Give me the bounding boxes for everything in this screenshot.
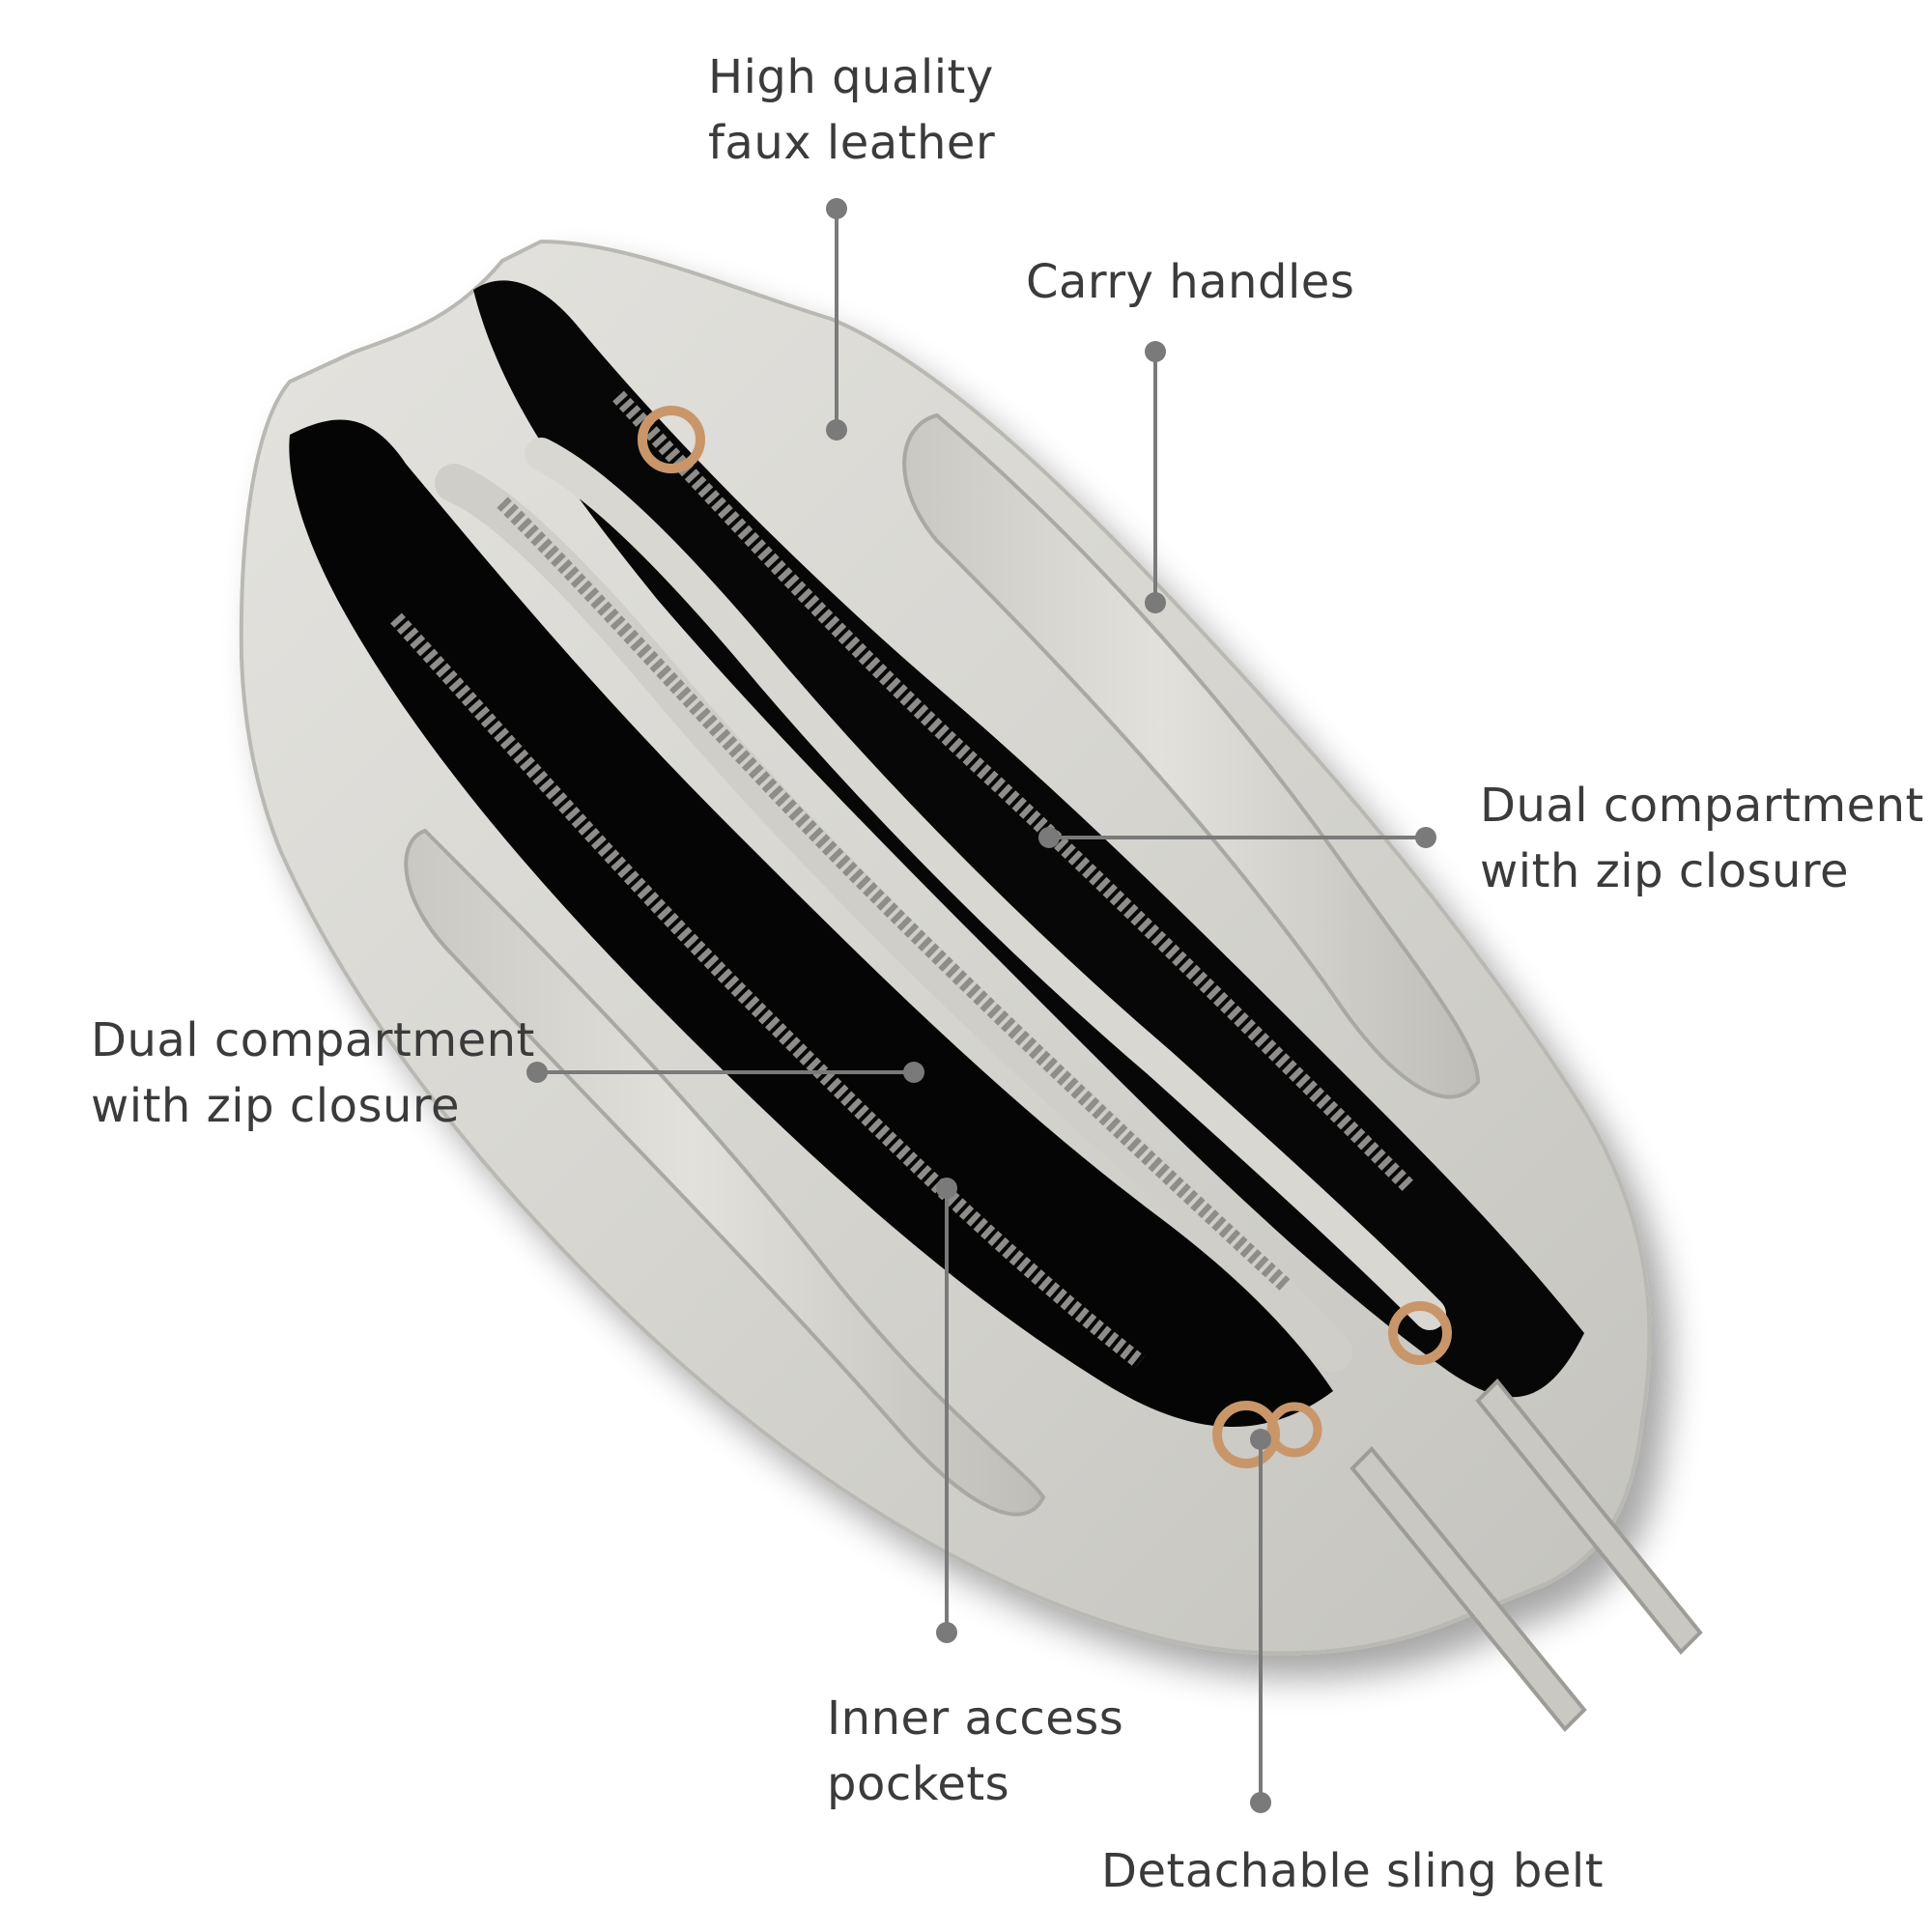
pointer-dual-right [1038, 827, 1436, 848]
pointer-sling [1250, 1429, 1271, 1813]
callout-dual-compartment-right: Dual compartment with zip closure [1480, 773, 1924, 904]
callout-inner-pockets-line1: Inner access [827, 1691, 1124, 1746]
zip-hardware [638, 406, 1452, 1468]
callout-dual-compartment-left: Dual compartment with zip closure [91, 1008, 535, 1139]
callout-inner-pockets: Inner access pockets [827, 1686, 1123, 1817]
pointer-dual-left [526, 1062, 924, 1083]
callout-dual-compartment-left-line2: with zip closure [91, 1079, 461, 1133]
callout-faux-leather-line1: High quality [708, 50, 994, 104]
callout-faux-leather: High quality faux leather [708, 44, 995, 176]
bag-interior-lining [289, 280, 1584, 1428]
callout-dual-compartment-right-line2: with zip closure [1480, 844, 1850, 898]
pointer-leather [826, 198, 847, 440]
callout-carry-handles: Carry handles [1026, 249, 1354, 315]
pointer-pockets [936, 1178, 957, 1643]
callout-sling-belt-line1: Detachable sling belt [1101, 1844, 1605, 1898]
callout-carry-handles-line1: Carry handles [1026, 255, 1355, 309]
callout-pointers [526, 198, 1436, 1813]
callout-dual-compartment-right-line1: Dual compartment [1480, 779, 1924, 833]
pointer-handles [1145, 341, 1166, 613]
carry-handle-front [404, 828, 1046, 1517]
callout-dual-compartment-left-line1: Dual compartment [91, 1013, 535, 1067]
sling-belt-tabs [1350, 1378, 1703, 1732]
zipper-tracks [390, 390, 1416, 1369]
callout-inner-pockets-line2: pockets [827, 1757, 1010, 1811]
callout-faux-leather-line2: faux leather [708, 116, 996, 170]
callout-sling-belt: Detachable sling belt [1101, 1838, 1604, 1904]
carry-handle-back [902, 412, 1481, 1099]
